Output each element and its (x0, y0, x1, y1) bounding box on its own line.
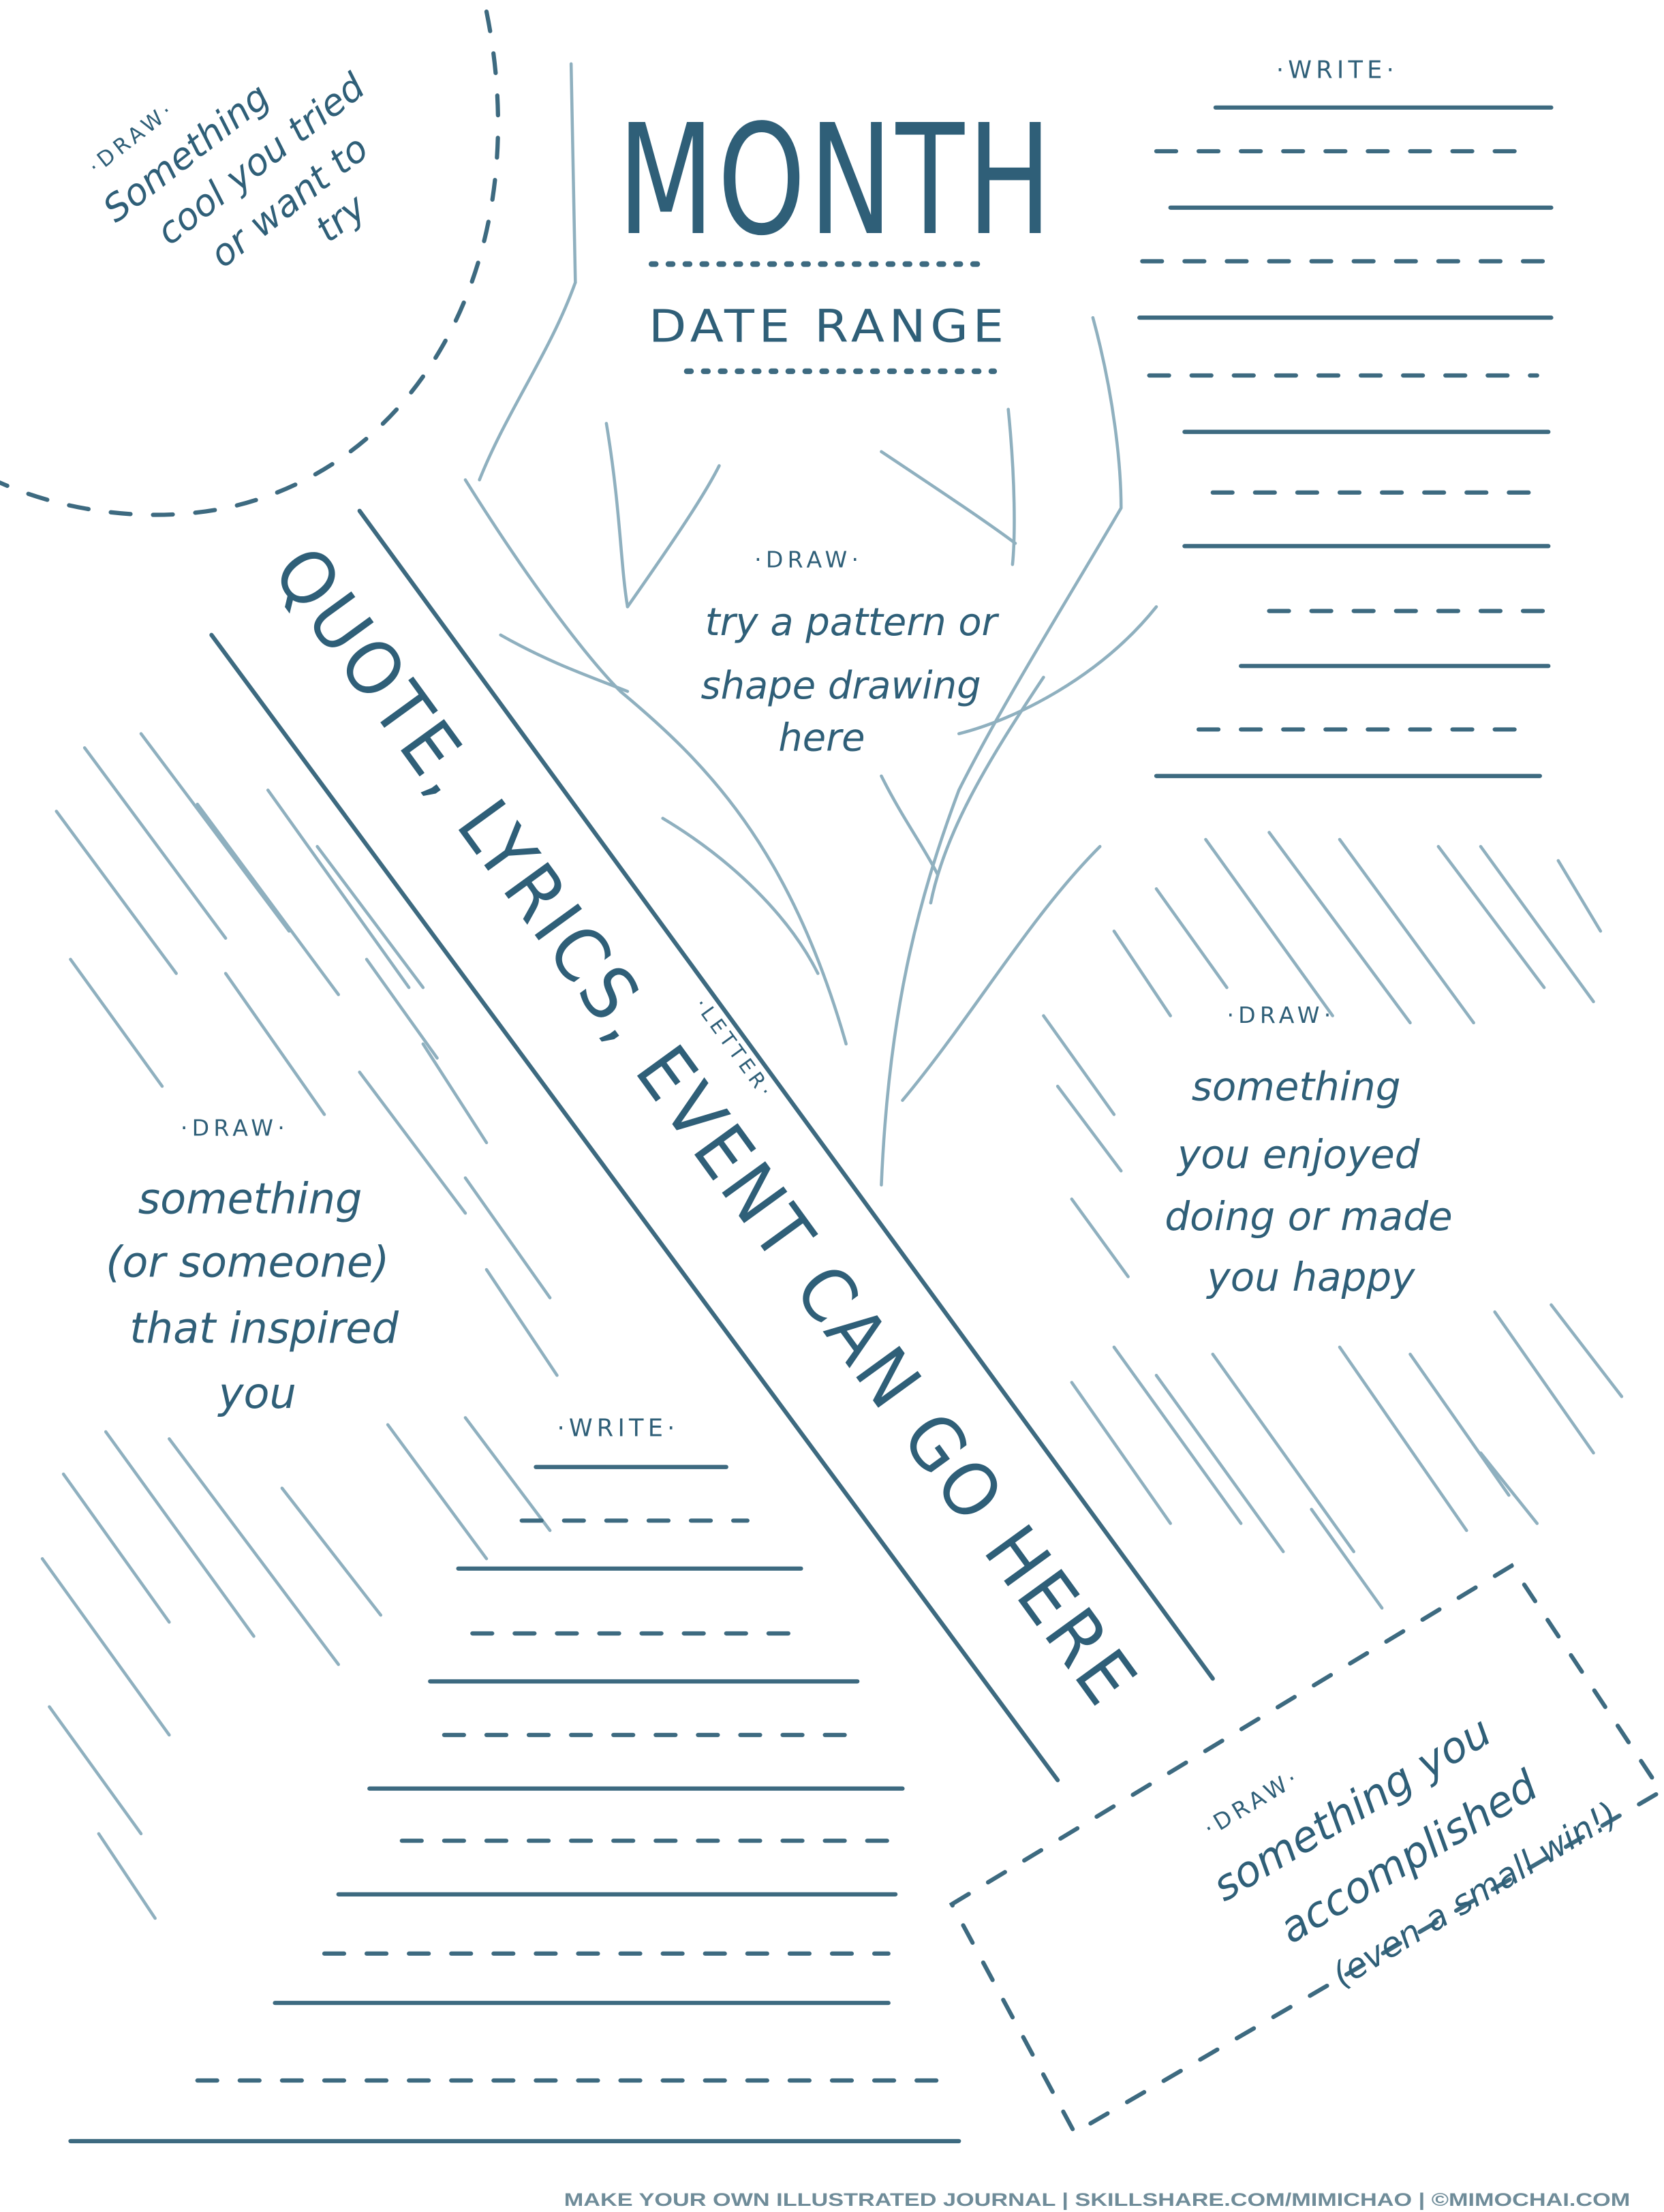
hatch-line (69, 957, 164, 1088)
hatch-line (1338, 1345, 1468, 1533)
prompt-line: shape drawing (701, 664, 981, 708)
write-label: ·WRITE· (1276, 56, 1398, 84)
hatch-line (1267, 831, 1412, 1025)
hatch-line (1112, 930, 1172, 1017)
hatch-line (280, 1486, 383, 1617)
hatch-line (104, 1430, 256, 1638)
hatch-line (421, 1042, 489, 1145)
hatch-line (1550, 1303, 1624, 1398)
draw-label: ·DRAW· (754, 546, 863, 572)
hatch-line (224, 972, 326, 1116)
hatch-line (386, 1423, 489, 1561)
hatch-line (1056, 1084, 1123, 1173)
hatch-line (82, 746, 228, 940)
prompt-line: you (217, 1368, 296, 1418)
prompt-line: that inspired (129, 1304, 399, 1353)
hatch-line (139, 732, 291, 933)
hatch-line (1479, 844, 1595, 1004)
hatch-line (97, 1832, 157, 1920)
hatch-line (1154, 1373, 1285, 1554)
band-border (209, 632, 1060, 1783)
hatch-line (1070, 1381, 1172, 1525)
hatch-line (1493, 1310, 1595, 1455)
hatch-line (1479, 1451, 1539, 1525)
prompt-line: you happy (1205, 1254, 1415, 1300)
hatch-line (196, 802, 340, 996)
prompt-left: ·DRAW· something (or someone) that inspi… (106, 1114, 399, 1417)
hatch-line (1436, 844, 1546, 989)
hatch-line (463, 1176, 552, 1300)
hatch-line (266, 788, 411, 989)
write-label: ·WRITE· (557, 1414, 679, 1442)
prompt-top-left: ·DRAW· Something cool you tried or want … (84, 65, 376, 276)
prompt-center: ·DRAW· try a pattern or shape drawing he… (701, 546, 1000, 760)
footer-credit: MAKE YOUR OWN ILLUSTRATED JOURNAL | SKIL… (564, 2190, 1631, 2210)
prompt-line: something (138, 1173, 363, 1223)
hatch-line (168, 1437, 340, 1666)
hatch-line (48, 1705, 143, 1836)
tree-drawing (463, 281, 1158, 1187)
hatching (40, 732, 1624, 1920)
write-lines-top (1137, 105, 1554, 778)
hatch-line (365, 957, 439, 1060)
hatch-line (1310, 1507, 1384, 1610)
dashed-circle-arc (0, 9, 501, 517)
hatch-line (1408, 1352, 1511, 1497)
write-lines-bottom (68, 1464, 961, 2144)
month-title: MONTH (617, 92, 1055, 269)
hatch-line (1112, 1345, 1243, 1525)
hatch-line (315, 844, 425, 989)
hatch-line (1338, 838, 1475, 1025)
draw-label: ·DRAW· (181, 1114, 289, 1141)
prompt-line: here (778, 716, 865, 760)
hatch-line (1211, 1352, 1355, 1554)
prompt-line: you enjoyed (1176, 1131, 1421, 1178)
hatch-line (1204, 838, 1334, 1017)
hatch-line (61, 1472, 171, 1624)
date-range: DATE RANGE (649, 300, 1008, 352)
prompt-line: (or someone) (106, 1237, 389, 1287)
prompt-line: something (1192, 1064, 1401, 1110)
prompt-right: ·DRAW· something you enjoyed doing or ma… (1165, 1002, 1452, 1300)
hatch-line (358, 1071, 467, 1215)
hatch-line (1154, 887, 1229, 989)
hatch-line (40, 1557, 171, 1737)
hatch-line (1556, 859, 1603, 933)
hatch-line (55, 810, 178, 975)
hatch-line (1042, 1014, 1116, 1116)
band-border (357, 508, 1215, 1681)
prompt-line: try a pattern or (705, 600, 1000, 645)
draw-label: ·DRAW· (1227, 1002, 1335, 1028)
dashed-box (949, 1563, 1664, 2136)
divider-line (569, 62, 577, 284)
prompt-bottom-right: ·DRAW· something you accomplished (even … (1199, 1706, 1624, 1995)
hatch-line (484, 1268, 559, 1377)
prompt-line: doing or made (1165, 1193, 1452, 1240)
hatch-line (463, 1416, 552, 1533)
hatch-line (1070, 1197, 1130, 1278)
